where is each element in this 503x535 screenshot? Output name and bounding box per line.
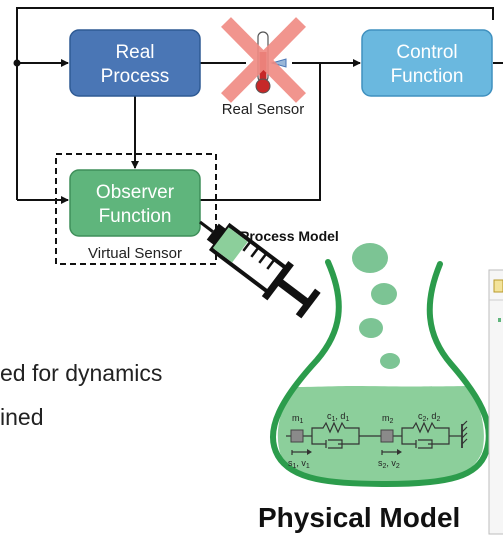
- state-2-label: s2, v2: [378, 458, 400, 470]
- spring-damper-2-label: c2, d2: [418, 411, 440, 423]
- body-text-line1: ed for dynamics: [0, 360, 163, 386]
- mechanical-model: m1 c1, d1 m2 c2, d2 s1, v1 s2, v2: [286, 411, 468, 470]
- real-process-block: Real Process: [69, 29, 201, 97]
- body-text-line2: ined: [0, 404, 44, 430]
- virtual-sensor-frame: [55, 153, 217, 265]
- spring-damper-1-label: c1, d1: [327, 411, 349, 423]
- state-1-label: s1, v1: [288, 458, 310, 470]
- bubbles: [352, 243, 400, 369]
- process-model-label: Process Model: [240, 228, 339, 244]
- observer-function-label-line2: Function: [99, 206, 172, 227]
- window-icon: [493, 279, 503, 293]
- control-function-label-line1: Control: [396, 42, 457, 63]
- partial-window: [488, 269, 503, 535]
- control-function-block: Control Function: [361, 29, 493, 97]
- real-sensor-label: Real Sensor: [222, 101, 305, 118]
- junction-dot: [13, 59, 21, 67]
- mass-2: [380, 429, 394, 443]
- real-process-label-line1: Real: [115, 42, 154, 63]
- syringe-icon: [199, 220, 321, 319]
- signal-lines: [16, 7, 503, 204]
- real-process-label-line2: Process: [101, 66, 170, 87]
- mass-1: [290, 429, 304, 443]
- physical-model-label: Physical Model: [258, 502, 460, 533]
- mass-2-label: m2: [382, 413, 394, 425]
- virtual-sensor-label: Virtual Sensor: [88, 245, 182, 262]
- cross-icon: [221, 17, 306, 103]
- control-function-label-line2: Function: [391, 66, 464, 87]
- mass-1-label: m1: [292, 413, 304, 425]
- observer-function-label-line1: Observer: [96, 182, 175, 203]
- observer-function-block: Observer Function: [69, 169, 201, 237]
- real-sensor: Real Sensor: [221, 17, 306, 118]
